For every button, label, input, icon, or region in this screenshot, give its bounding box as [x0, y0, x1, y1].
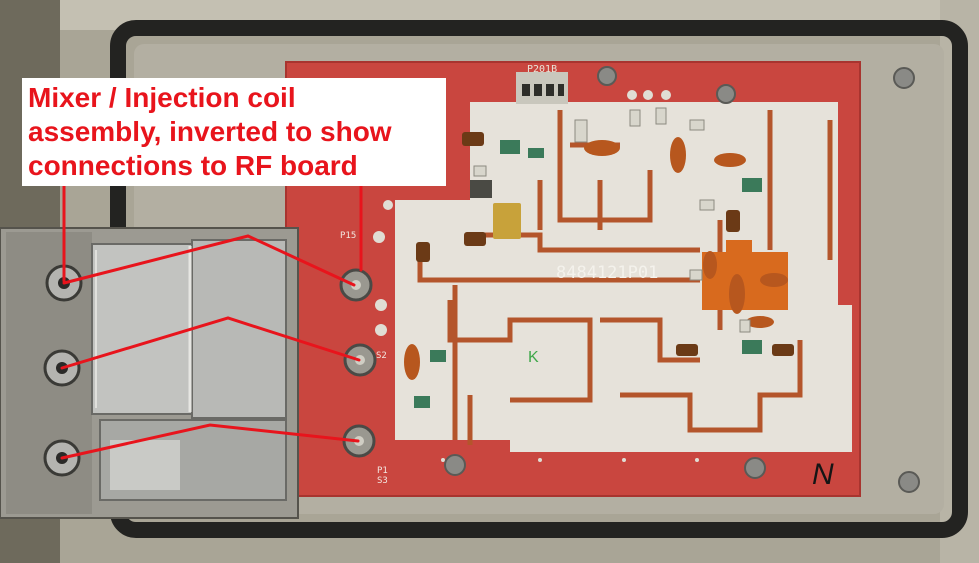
callout-line-2: assembly, inverted to show	[28, 116, 392, 147]
capacitor-2	[670, 137, 686, 173]
label-p15: P15	[340, 231, 356, 241]
callout-line-3: connections to RF board	[28, 150, 358, 181]
tantalum-capacitor	[493, 203, 521, 239]
ic-chip	[470, 180, 492, 198]
copper-pad-small	[726, 240, 752, 270]
connection-line-bottom	[60, 423, 360, 460]
capacitor-4	[729, 274, 745, 314]
annotation-callout: Mixer / Injection coil assembly, inverte…	[22, 78, 446, 186]
coils	[416, 132, 794, 356]
white-smd-parts	[473, 107, 751, 333]
capacitor-1	[584, 140, 620, 156]
marking-n: N	[812, 458, 834, 491]
capacitor-7	[703, 251, 717, 279]
part-number: 8484121P01	[556, 263, 658, 283]
annotation-lines	[60, 184, 363, 460]
connector-pins	[522, 84, 564, 96]
pcb-vias	[373, 90, 699, 462]
white-substrate	[395, 102, 852, 452]
connection-line-top	[62, 234, 356, 287]
capacitor-6	[746, 316, 774, 328]
capacitor-8	[404, 344, 420, 380]
smd-parts	[414, 140, 762, 408]
marking-k: K	[528, 349, 539, 366]
capacitor-5	[760, 273, 788, 287]
connector-label: P201B	[527, 64, 557, 75]
callout-line-1: Mixer / Injection coil	[28, 82, 296, 113]
capacitor-3	[714, 153, 746, 167]
label-s2: S2	[376, 351, 387, 361]
label-p1: P1	[377, 466, 388, 476]
connection-line-middle	[60, 316, 361, 370]
label-s3: S3	[377, 476, 388, 486]
